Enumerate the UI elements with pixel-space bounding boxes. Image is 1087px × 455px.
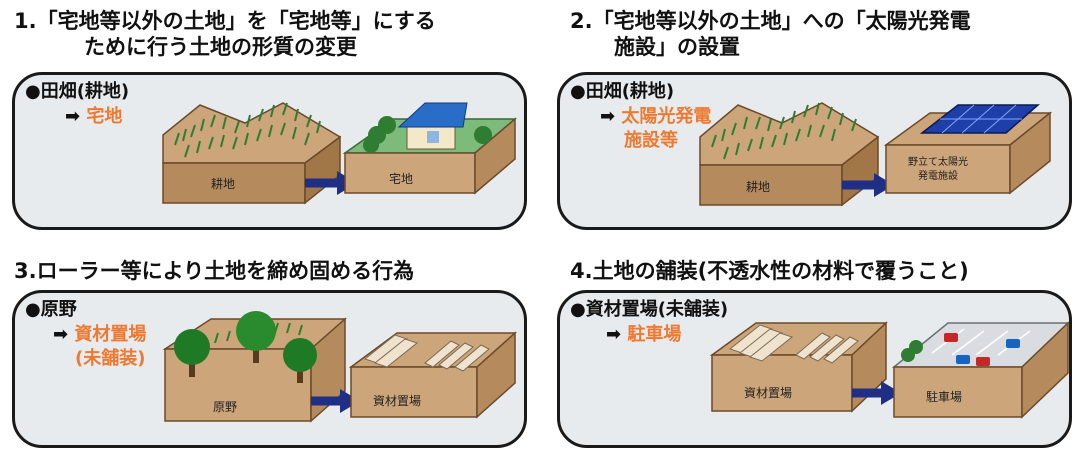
section-2-left-block-label: 耕地	[746, 179, 770, 194]
section-2-illustration: 耕地 野立て太陽光 発電施設	[560, 75, 1072, 230]
section-2-right-block-label-line2: 発電施設	[918, 169, 958, 182]
section-1-heading-line2: ために行う土地の形質の変更	[14, 34, 436, 60]
section-2-heading: 2.「宅地等以外の土地」への「太陽光発電 施設」の設置	[570, 8, 971, 60]
farmland-block: 耕地	[700, 103, 878, 205]
section-4-right-block-label: 駐車場	[926, 389, 962, 404]
section-3-left-block-label: 原野	[213, 400, 237, 414]
section-3-right-block-label: 資材置場	[373, 394, 421, 408]
storage-yard-block: 資材置場	[712, 323, 886, 411]
section-3-panel: ●原野 ➡ 資材置場 (未舗装) 原野	[12, 290, 527, 448]
section-4-heading: 4.土地の舗装(不透水性の材料で覆うこと)	[570, 258, 969, 284]
section-2-panel: ●田畑(耕地) ➡ 太陽光発電 施設等 耕地	[557, 72, 1072, 230]
storage-yard-block: 資材置場	[351, 333, 515, 417]
section-1-left-block-label: 耕地	[211, 176, 235, 191]
section-3-illustration: 原野 資材置場	[15, 293, 527, 448]
section-2-heading-line2: 施設」の設置	[570, 34, 971, 60]
section-2-heading-line1: 2.「宅地等以外の土地」への「太陽光発電	[570, 8, 971, 34]
section-4-illustration: 資材置場 駐車場	[560, 293, 1072, 448]
section-3-heading: 3.ローラー等により土地を締め固める行為	[14, 258, 414, 284]
section-4-left-block-label: 資材置場	[744, 386, 792, 400]
section-1-right-block-label: 宅地	[389, 171, 413, 186]
parking-lot-block: 駐車場	[894, 323, 1068, 417]
section-1-heading: 1.「宅地等以外の土地」を「宅地等」にする ために行う土地の形質の変更	[14, 8, 436, 60]
section-1-heading-line1: 1.「宅地等以外の土地」を「宅地等」にする	[14, 8, 436, 34]
house-roof	[399, 103, 467, 127]
section-1-illustration: 耕地 宅地	[15, 75, 527, 230]
solar-block: 野立て太陽光 発電施設	[886, 105, 1050, 193]
section-3-heading-line1: 3.ローラー等により土地を締め固める行為	[14, 258, 414, 284]
section-1-panel: ●田畑(耕地) ➡ 宅地 耕地 宅地	[12, 72, 527, 230]
residential-block: 宅地	[345, 103, 515, 193]
section-4-heading-line1: 4.土地の舗装(不透水性の材料で覆うこと)	[570, 258, 969, 284]
farmland-block: 耕地	[163, 103, 340, 203]
section-2-right-block-label-line1: 野立て太陽光	[908, 155, 968, 168]
section-4-panel: ●資材置場(未舗装) ➡ 駐車場 資材置場	[557, 290, 1072, 448]
